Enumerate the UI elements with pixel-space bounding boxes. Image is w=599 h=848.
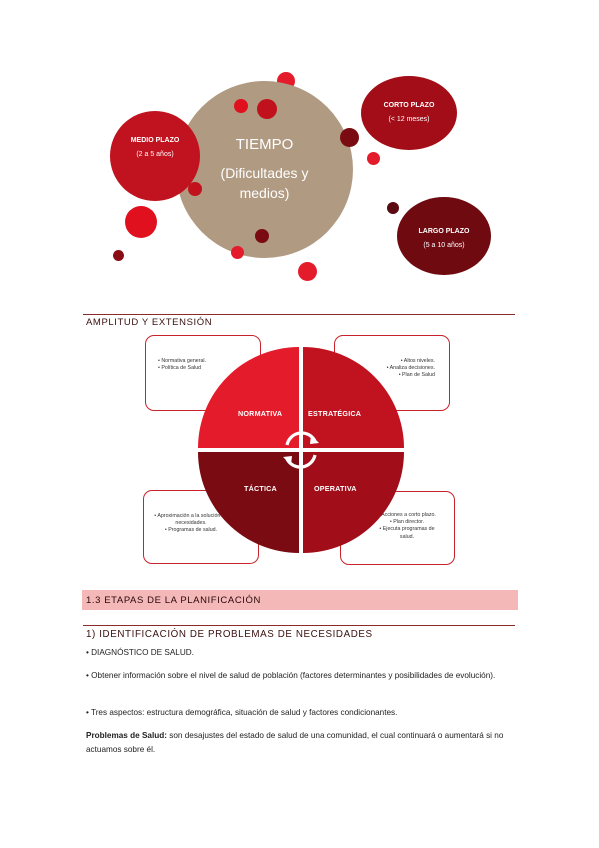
tiempo-center-title: TIEMPO bbox=[235, 136, 294, 153]
normativa-quadrant bbox=[198, 347, 299, 448]
decor-dot bbox=[387, 202, 399, 214]
decor-dot bbox=[340, 128, 359, 147]
box-item: Altos niveles. bbox=[387, 358, 435, 365]
decor-dot bbox=[255, 229, 269, 243]
box-item: Ejecuta programas de salud. bbox=[372, 526, 442, 540]
largo-plazo-circle bbox=[397, 197, 491, 275]
box-item: Normativa general. bbox=[158, 358, 206, 365]
definition-text: son desajustes del estado de salud de un… bbox=[86, 731, 504, 754]
arrowhead bbox=[283, 456, 292, 465]
corto-plazo-title: CORTO PLAZO bbox=[383, 102, 435, 109]
bullet-item: • DIAGNÓSTICO DE SALUD. bbox=[86, 648, 194, 657]
box-item: Plan director. bbox=[372, 519, 442, 526]
box-item: Analiza decisiones. bbox=[387, 365, 435, 372]
box-item: Aproximación a la solución de necesidade… bbox=[154, 513, 228, 527]
medio-plazo-title: MEDIO PLAZO bbox=[130, 137, 180, 144]
corto-plazo-circle bbox=[361, 76, 457, 150]
bullet-item: • Tres aspectos: estructura demográfica,… bbox=[86, 708, 398, 717]
decor-dot bbox=[298, 262, 317, 281]
divider bbox=[83, 625, 515, 626]
estrategica-quadrant bbox=[303, 347, 404, 448]
tiempo-center-subtitle: (Dificultades y medios) bbox=[220, 165, 309, 201]
decor-dot bbox=[113, 250, 124, 261]
decor-dot bbox=[257, 99, 277, 119]
divider bbox=[83, 314, 515, 315]
box-item: Acciones a corto plazo. bbox=[372, 512, 442, 519]
largo-plazo-title: LARGO PLAZO bbox=[418, 228, 470, 235]
medio-plazo-sub: (2 a 5 años) bbox=[136, 151, 174, 158]
corto-plazo-sub: (< 12 meses) bbox=[388, 116, 430, 123]
operativa-label: OPERATIVA bbox=[314, 484, 357, 493]
largo-plazo-sub: (5 a 10 años) bbox=[423, 242, 465, 249]
decor-dot bbox=[125, 206, 157, 238]
box-item: Política de Salud bbox=[158, 365, 206, 372]
tactica-label: TÁCTICA bbox=[244, 484, 277, 493]
definition-term: Problemas de Salud: bbox=[86, 731, 167, 740]
box-item: Plan de Salud bbox=[387, 372, 435, 379]
subheading: 1) IDENTIFICACIÓN DE PROBLEMAS DE NECESI… bbox=[86, 629, 373, 640]
section-band bbox=[82, 590, 518, 610]
operativa-quadrant bbox=[303, 452, 404, 553]
decor-dot bbox=[367, 152, 380, 165]
bullet-item: • Obtener información sobre el nivel de … bbox=[86, 671, 496, 680]
estrategica-label: ESTRATÉGICA bbox=[308, 409, 362, 418]
amplitud-heading: AMPLITUD Y EXTENSIÓN bbox=[86, 317, 213, 328]
amplitud-quadrant-circle bbox=[198, 347, 404, 553]
arrowhead bbox=[310, 435, 319, 444]
box-item: Programas de salud. bbox=[154, 527, 228, 534]
decor-dot bbox=[188, 182, 202, 196]
normativa-label: NORMATIVA bbox=[238, 409, 283, 418]
decor-dot bbox=[234, 99, 248, 113]
tactica-quadrant bbox=[198, 452, 299, 553]
decor-dot bbox=[231, 246, 244, 259]
definition-paragraph: Problemas de Salud: son desajustes del e… bbox=[86, 729, 516, 756]
medio-plazo-circle bbox=[110, 111, 200, 201]
section-title: 1.3 ETAPAS DE LA PLANIFICACIÓN bbox=[86, 595, 261, 606]
